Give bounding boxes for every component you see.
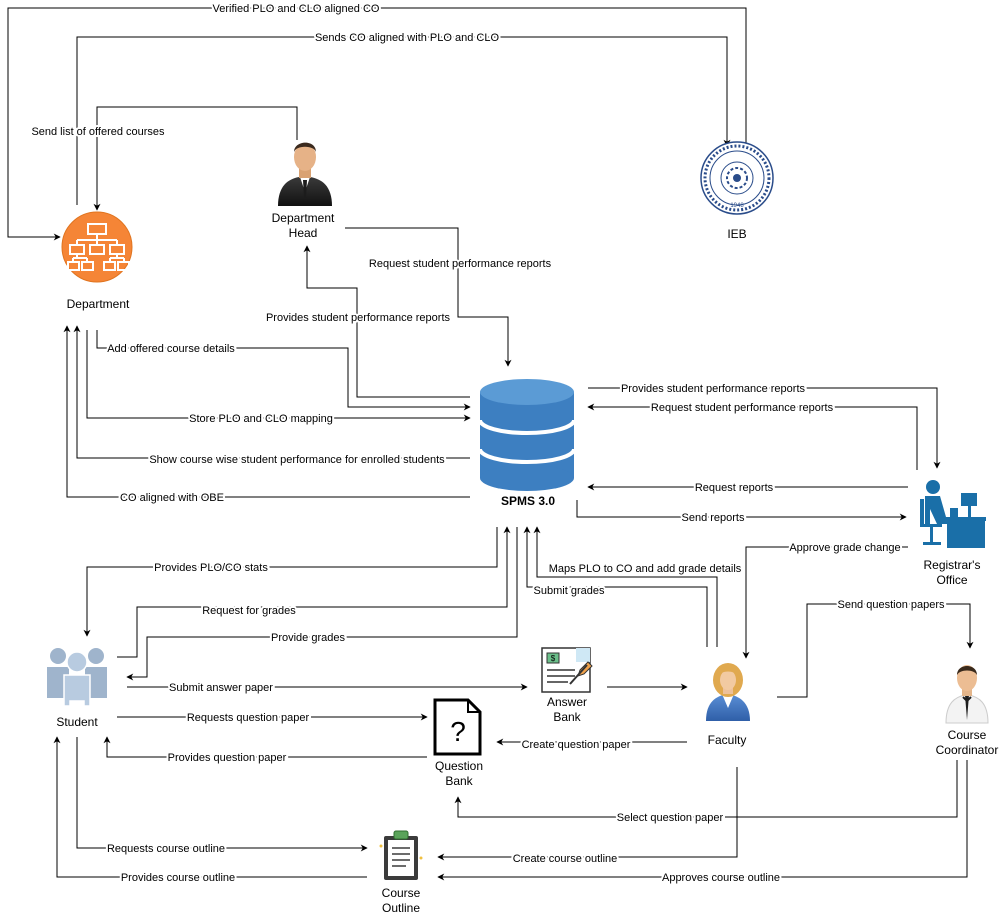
answer-bank-node: $ Answer Bank: [541, 647, 593, 724]
spms-node: SPMS 3.0: [478, 379, 576, 508]
label-approves-course-outline: Approves course outline: [662, 872, 780, 884]
spms-label: SPMS 3.0: [501, 494, 555, 508]
businessman-icon: [278, 142, 332, 206]
label-store-plo-clo: Store PLO and CLO mapping: [189, 413, 333, 425]
edge-sends-co-aligned: [76, 36, 731, 205]
label-provides-course-outline: Provides course outline: [121, 872, 235, 884]
label-submit-grades: Submit grades: [534, 585, 605, 597]
label-request-reports: Request reports: [695, 482, 774, 494]
label-provides-perf-reports-reg: Provides student performance reports: [621, 383, 806, 395]
edge-approves-course-outline: [437, 760, 968, 881]
man-shirt-tie-icon: [945, 665, 989, 724]
edge-add-offered-course-details: [96, 330, 471, 411]
label-show-course-wise: Show course wise student performance for…: [149, 454, 445, 466]
edge-approve-grade-change: [742, 546, 908, 659]
edge-provides-course-outline: [53, 736, 367, 878]
label-request-for-grades: Request for grades: [202, 605, 296, 617]
label-sends-co-aligned: Sends CO aligned with PLO and CLO: [315, 32, 499, 44]
label-submit-answer-paper: Submit answer paper: [169, 682, 273, 694]
businesswoman-icon: [706, 663, 750, 721]
label-verified-plo-clo: Verified PLO and CLO aligned CO: [213, 3, 380, 15]
label-requests-course-outline: Requests course outline: [107, 843, 225, 855]
course-coordinator-label-line1: Course: [948, 728, 987, 742]
edge-create-course-outline: [437, 767, 738, 861]
edge-store-plo-clo: [86, 330, 471, 422]
edge-send-offered-courses: [93, 106, 298, 211]
ieb-label: IEB: [727, 227, 746, 241]
ieb-seal-year: 1948: [730, 203, 744, 209]
question-bank-label-line2: Bank: [445, 774, 473, 788]
ieb-node: 1948 IEB: [700, 141, 774, 241]
department-head-label-line2: Head: [289, 226, 318, 240]
edge-co-aligned-obe: [63, 325, 470, 498]
group-users-icon: [47, 648, 107, 707]
question-bank-label-line1: Question: [435, 759, 483, 773]
edge-provide-grades: [126, 527, 518, 681]
label-co-aligned-obe: CO aligned with OBE: [120, 492, 224, 504]
edge-maps-plo-to-co: [533, 526, 718, 647]
label-send-question-papers: Send question papers: [837, 599, 945, 611]
edge-provides-perf-reports-reg: [588, 387, 941, 469]
label-provides-question-paper: Provides question paper: [168, 752, 287, 764]
registrar-node: Registrar's Office: [920, 480, 986, 587]
label-add-offered-course-details: Add offered course details: [107, 343, 235, 355]
answer-bank-label-line2: Bank: [553, 710, 581, 724]
department-label: Department: [67, 297, 130, 311]
question-bank-node: ? Question Bank: [433, 698, 483, 788]
edge-send-reports: [576, 500, 907, 521]
answer-bank-label-line1: Answer: [547, 695, 587, 709]
edge-verified-plo-clo: [7, 7, 747, 241]
label-requests-question-paper: Requests question paper: [187, 712, 310, 724]
faculty-node: Faculty: [706, 663, 750, 747]
edge-select-question-paper: [454, 760, 958, 818]
edge-provides-question-paper: [103, 736, 427, 758]
edge-requests-course-outline: [76, 737, 368, 852]
label-request-perf-reports: Request student performance reports: [369, 258, 552, 270]
question-document-icon: ?: [433, 698, 482, 756]
course-coordinator-node: Course Coordinator: [936, 665, 999, 757]
label-provides-plo-co-stats: Provides PLO/CO stats: [154, 562, 268, 574]
org-chart-icon: [61, 211, 133, 283]
label-create-course-outline: Create course outline: [513, 853, 618, 865]
label-request-perf-reports-reg: Request student performance reports: [651, 402, 834, 414]
department-head-node: Department Head: [272, 142, 335, 240]
edge-show-course-wise: [73, 325, 470, 459]
course-outline-node: Course Outline: [379, 830, 423, 915]
label-select-question-paper: Select question paper: [617, 812, 724, 824]
edge-provides-perf-reports-head: [303, 245, 470, 398]
label-maps-plo-to-co: Maps PLO to CO and add grade details: [549, 563, 742, 575]
edge-request-for-grades: [117, 526, 511, 658]
office-worker-icon: [920, 480, 986, 548]
edge-send-question-papers: [777, 603, 974, 698]
registrar-label-line2: Office: [936, 573, 967, 587]
course-coordinator-label-line2: Coordinator: [936, 743, 999, 757]
student-node: Student: [47, 648, 107, 729]
registrar-label-line1: Registrar's: [924, 558, 981, 572]
edge-request-perf-reports: [345, 227, 512, 367]
label-provide-grades: Provide grades: [271, 632, 345, 644]
department-head-label-line1: Department: [272, 211, 335, 225]
faculty-label: Faculty: [708, 733, 747, 747]
edge-request-perf-reports-reg: [587, 403, 918, 470]
label-provides-perf-reports-head: Provides student performance reports: [266, 312, 451, 324]
clipboard-icon: [379, 830, 423, 880]
ieb-seal-icon: 1948: [700, 141, 774, 215]
edge-provides-plo-co-stats: [83, 527, 498, 637]
course-outline-label-line1: Course: [382, 886, 421, 900]
document-pencil-icon: $: [541, 647, 593, 693]
label-approve-grade-change: Approve grade change: [789, 542, 900, 554]
database-icon: [478, 379, 576, 491]
label-create-question-paper: Create question paper: [522, 739, 631, 751]
label-send-reports: Send reports: [682, 512, 745, 524]
svg-text:$: $: [551, 654, 556, 663]
course-outline-label-line2: Outline: [382, 901, 420, 915]
department-node: Department: [61, 211, 133, 311]
student-label: Student: [56, 715, 98, 729]
label-send-offered-courses: Send list of offered courses: [31, 126, 165, 138]
svg-text:?: ?: [450, 716, 466, 747]
edge-submit-grades: [523, 526, 708, 647]
